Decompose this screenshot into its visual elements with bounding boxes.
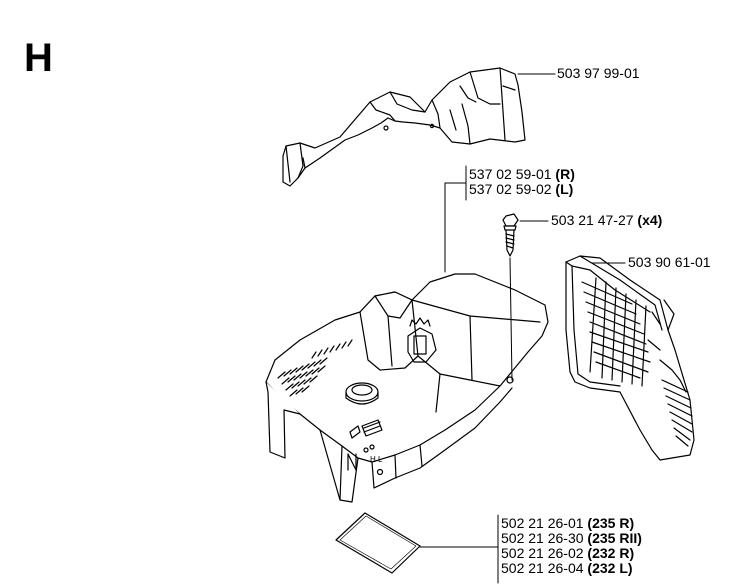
- decal-part[interactable]: [335, 512, 421, 574]
- label-screw: 503 21 47-27 (x4): [551, 212, 663, 228]
- label-decal: 502 21 26-01 (235 R) 502 21 26-30 (235 R…: [501, 515, 642, 576]
- top-cover-part[interactable]: [282, 67, 526, 187]
- leader-cylinder-cover: [444, 182, 467, 273]
- label-grille: 503 90 61-01: [628, 254, 711, 270]
- hl-mark: H L: [370, 455, 383, 464]
- label-cylinder-cover: 537 02 59-01 (R) 537 02 59-02 (L): [469, 166, 575, 197]
- section-letter: H: [24, 36, 53, 80]
- label-top-cover: 503 97 99-01: [557, 65, 640, 81]
- grille-part[interactable]: [565, 255, 695, 461]
- cylinder-cover-part[interactable]: [265, 273, 549, 503]
- screw-axis: [509, 257, 513, 381]
- screw-part[interactable]: [502, 213, 519, 257]
